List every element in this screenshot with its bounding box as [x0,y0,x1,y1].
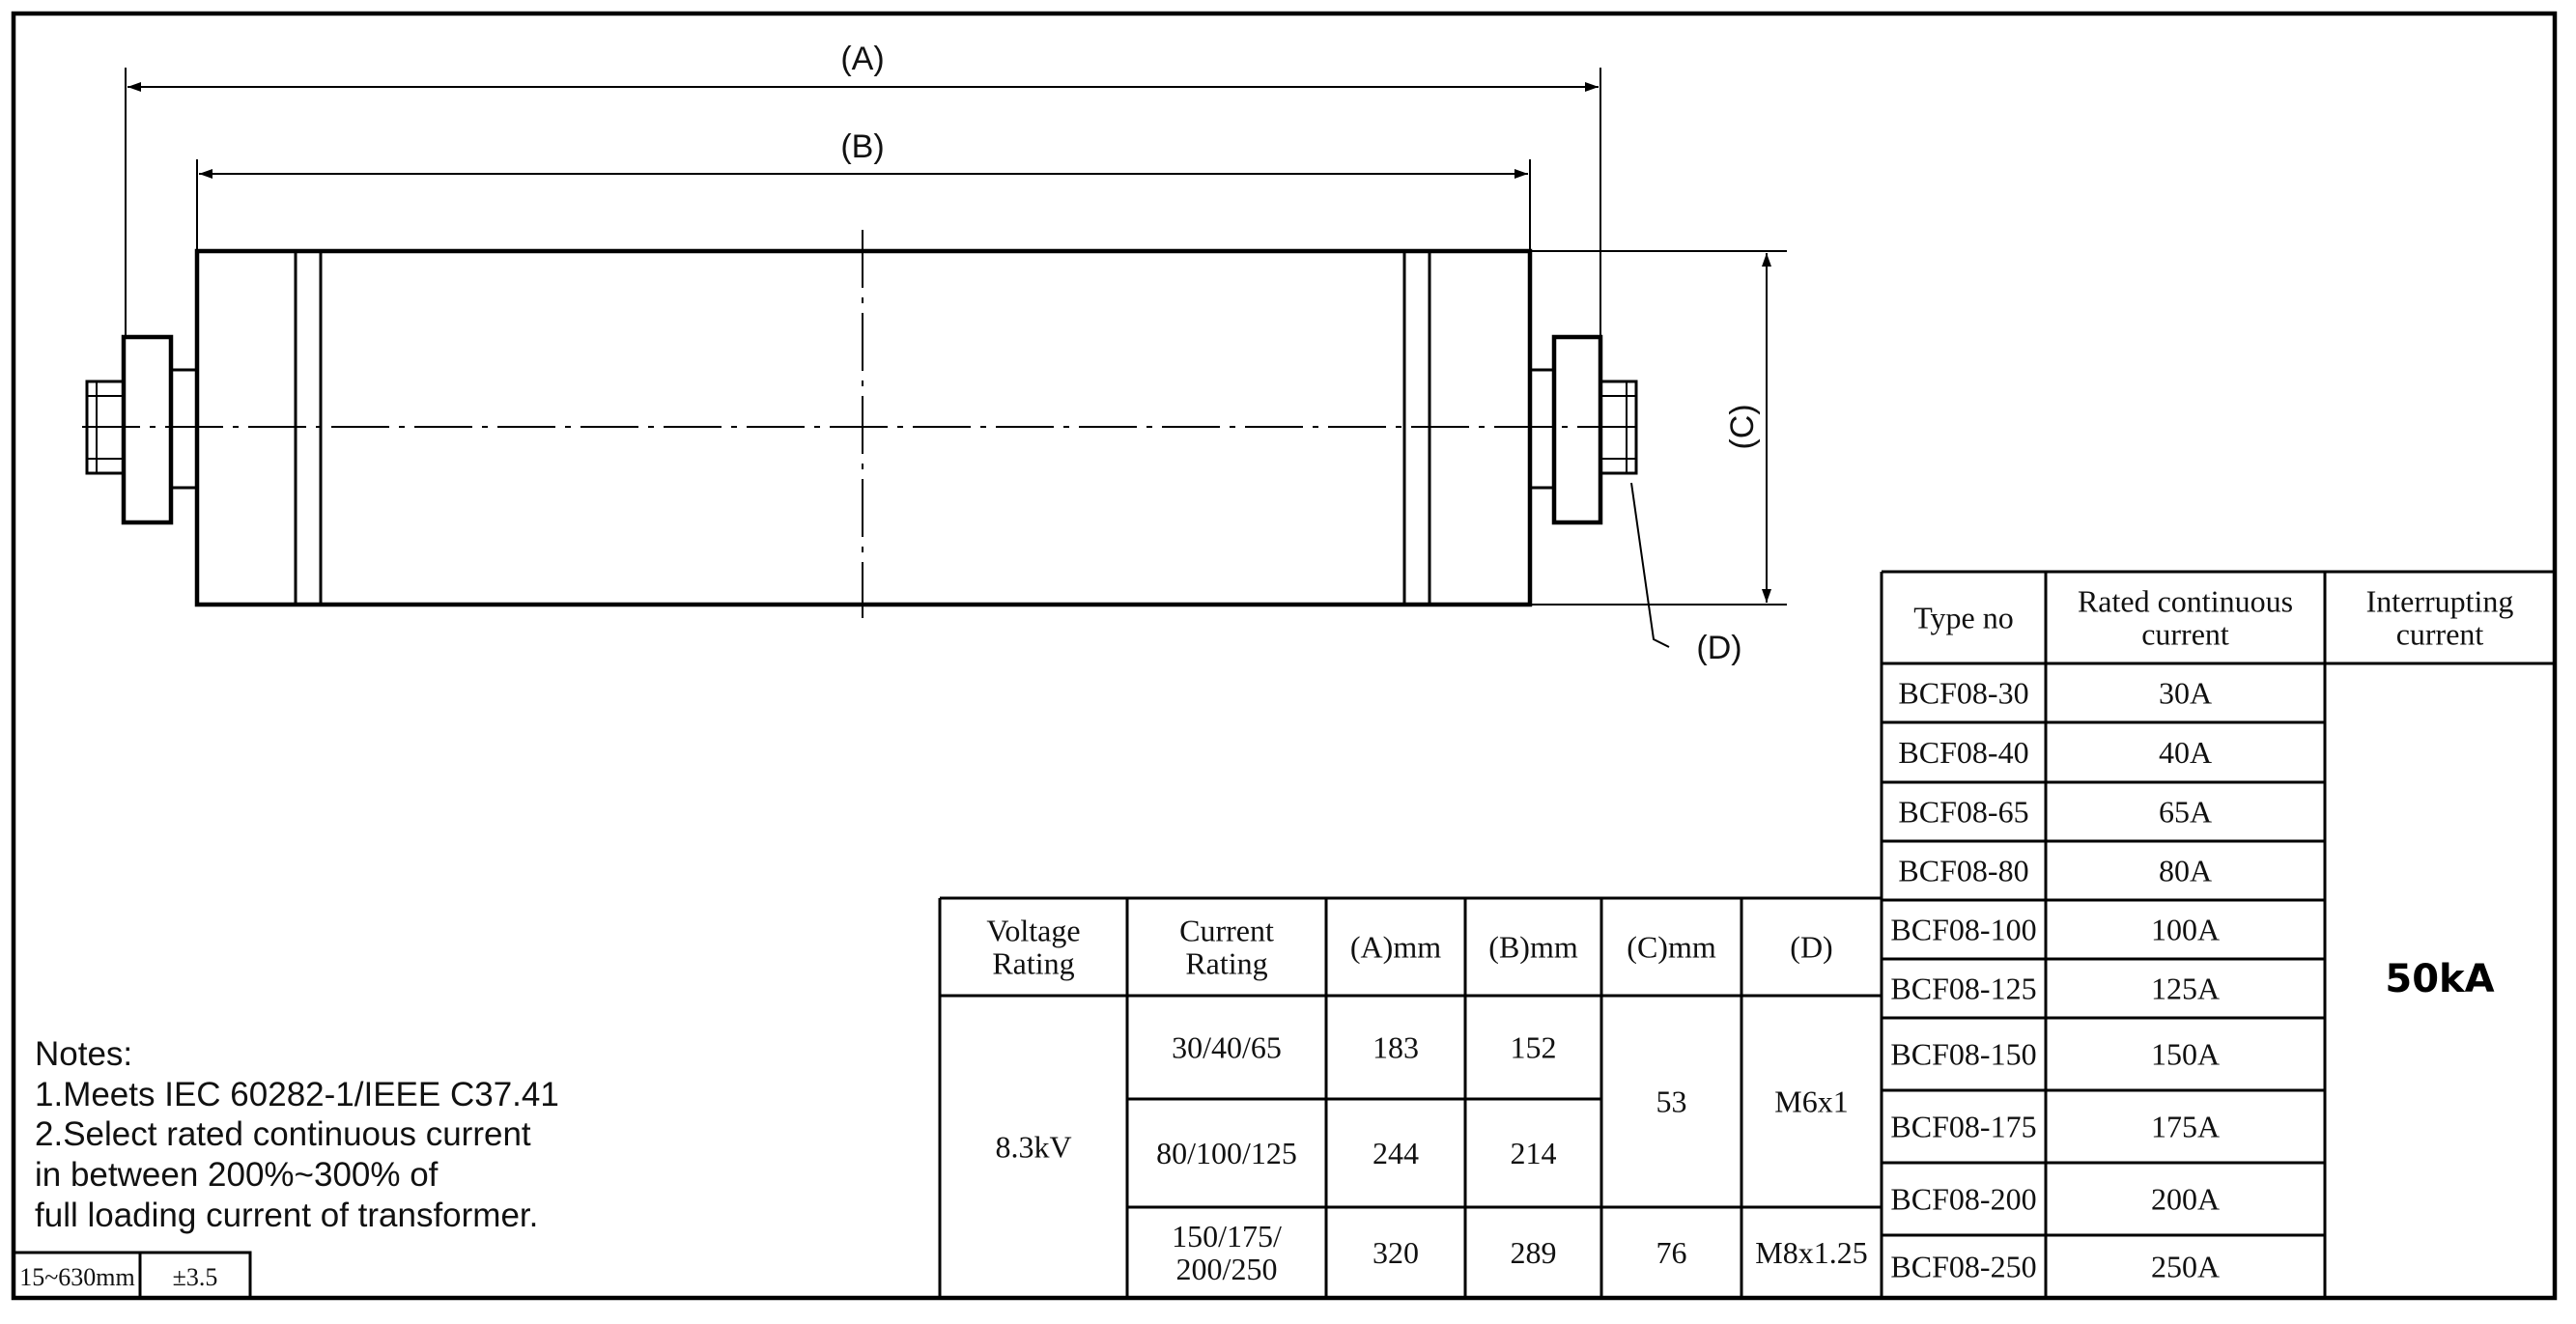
rated-current-value: 200A [2151,1182,2220,1217]
note-line: 2.Select rated continuous current [35,1115,531,1153]
dimension-d-label: (D) [1696,630,1741,666]
rated-current-value: 150A [2151,1037,2220,1072]
dimension-a-label: (A) [840,41,884,77]
current-rating-value: 200/250 [1176,1252,1278,1286]
dimension-a-value: 320 [1373,1235,1419,1270]
dimension-b-value: 214 [1511,1136,1557,1170]
header-interrupting-current: Interrupting [2366,584,2514,619]
header-rated-continuous-current: current [2141,617,2229,652]
type-no-value: BCF08-40 [1898,735,2028,770]
header-type-no: Type no [1913,601,2014,635]
header-current-rating: Current [1179,914,1274,948]
type-no-value: BCF08-80 [1898,854,2028,888]
type-no-value: BCF08-100 [1890,913,2036,947]
type-no-value: BCF08-250 [1890,1250,2036,1284]
rated-current-value: 40A [2159,735,2212,770]
tolerance-value: ±3.5 [173,1263,218,1291]
voltage-rating-value: 8.3kV [995,1130,1071,1165]
tolerance-range: 15~630mm [19,1263,135,1291]
dimension-a-value: 183 [1373,1030,1419,1065]
notes: Notes: 1.Meets IEC 60282-1/IEEE C37.41 2… [35,1035,559,1234]
dimension-a-value: 244 [1373,1136,1419,1170]
current-rating-value: 80/100/125 [1156,1136,1297,1170]
rated-current-value: 250A [2151,1250,2220,1284]
type-no-value: BCF08-200 [1890,1182,2036,1217]
dimension-b-value: 152 [1511,1030,1557,1065]
dimension-b-value: 289 [1511,1235,1557,1270]
note-line: in between 200%~300% of [35,1156,439,1194]
current-rating-value: 30/40/65 [1172,1030,1282,1065]
left-end-cap [121,334,174,525]
right-end-cap [1551,334,1603,525]
type-no-value: BCF08-125 [1890,972,2036,1006]
dimension-d-value: M8x1.25 [1755,1235,1867,1270]
notes-title: Notes: [35,1035,132,1073]
interrupting-current-value: 50kA [2385,957,2494,1001]
type-no-value: BCF08-150 [1890,1037,2036,1072]
type-no-value: BCF08-30 [1898,676,2028,711]
type-no-value: BCF08-175 [1890,1110,2036,1144]
dimension-c-value: 53 [1656,1085,1687,1119]
header-d: (D) [1790,930,1832,965]
header-interrupting-current: current [2396,617,2484,652]
dimension-c-value: 76 [1656,1235,1687,1270]
right-terminal-stud [1599,380,1638,475]
note-line: 1.Meets IEC 60282-1/IEEE C37.41 [35,1076,559,1113]
rated-current-value: 80A [2159,854,2212,888]
header-current-rating: Rating [1185,946,1267,981]
header-b-mm: (B)mm [1488,930,1578,965]
header-rated-continuous-current: Rated continuous [2078,584,2293,619]
header-voltage-rating: Rating [992,946,1074,981]
note-line: full loading current of transformer. [35,1197,538,1234]
rated-current-value: 125A [2151,972,2220,1006]
fuse-body-drawing: (A) (B) (C) (D) [82,41,1787,666]
rated-current-value: 100A [2151,913,2220,947]
dimension-b-label: (B) [840,128,884,165]
left-terminal-stud [85,380,126,475]
rated-current-value: 65A [2159,795,2212,830]
rated-current-value: 175A [2151,1110,2220,1144]
header-a-mm: (A)mm [1350,930,1441,965]
dimension-d-value: M6x1 [1774,1085,1848,1119]
type-no-value: BCF08-65 [1898,795,2028,830]
tolerance-box: 15~630mm ±3.5 [12,1251,252,1300]
dimension-c-label: (C) [1724,404,1761,449]
current-rating-value: 150/175/ [1172,1219,1282,1254]
header-c-mm: (C)mm [1627,930,1716,965]
rated-current-value: 30A [2159,676,2212,711]
dimension-table: VoltageRatingCurrentRating(A)mm(B)mm(C)m… [938,896,1883,1298]
header-voltage-rating: Voltage [986,914,1080,948]
